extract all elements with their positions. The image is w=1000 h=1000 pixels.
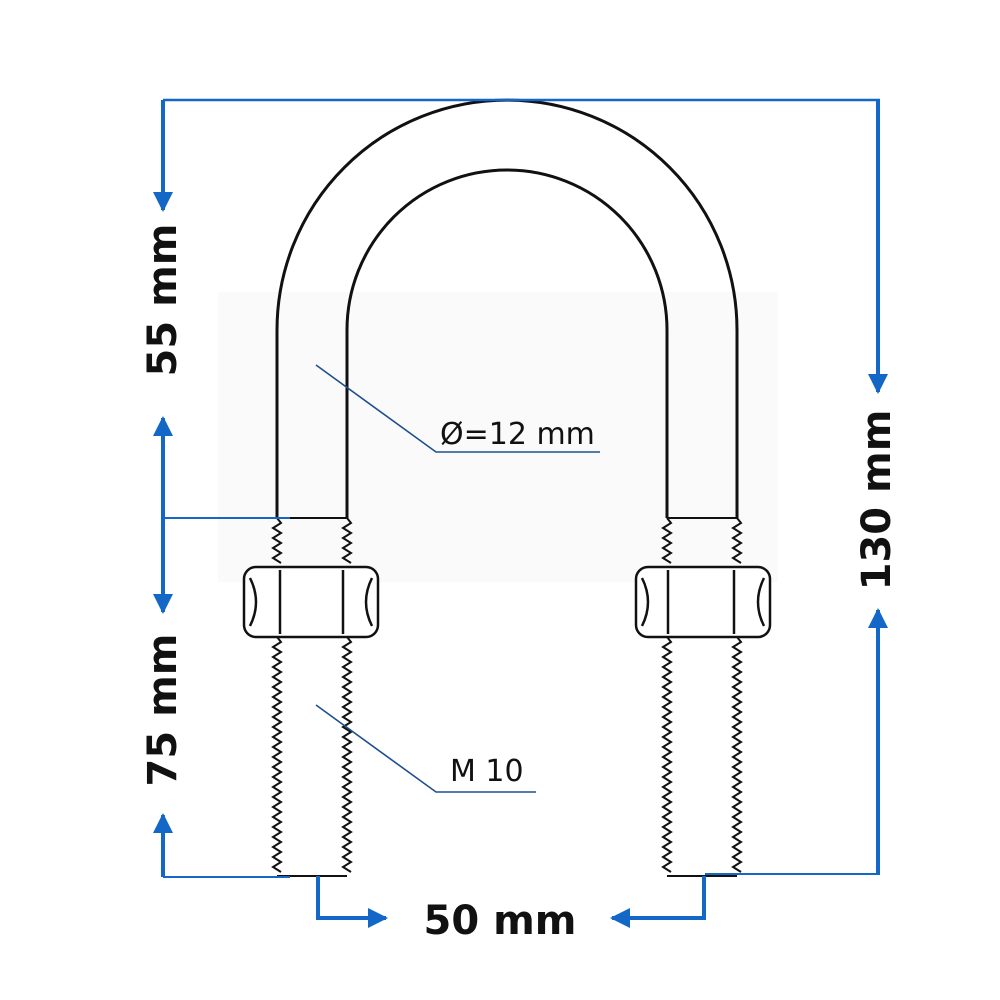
thread-leader xyxy=(315,704,536,793)
thread-edge xyxy=(341,636,353,873)
total-height-label: 130 mm xyxy=(854,410,900,591)
right-nut xyxy=(634,565,772,639)
thread-edge xyxy=(731,517,743,564)
bottom-height-label: 75 mm xyxy=(140,634,186,787)
width-right-arrow xyxy=(610,876,706,928)
thread-label: M 10 xyxy=(450,754,524,789)
thread-edge xyxy=(271,517,283,564)
thread-edge xyxy=(341,517,353,564)
top-height-label: 55 mm xyxy=(140,224,186,377)
background-panel xyxy=(218,292,778,582)
leader-lines xyxy=(315,364,600,793)
thread-edge xyxy=(661,636,673,873)
diameter-leader xyxy=(315,364,600,453)
diameter-label: Ø=12 mm xyxy=(440,417,595,452)
thread-edge xyxy=(271,636,283,873)
dimension-lines xyxy=(153,98,888,928)
thread-edge xyxy=(731,636,743,873)
thread-edge xyxy=(661,517,673,564)
left-nut xyxy=(242,565,380,639)
width-label: 50 mm xyxy=(424,898,577,944)
width-left-arrow xyxy=(316,876,388,928)
